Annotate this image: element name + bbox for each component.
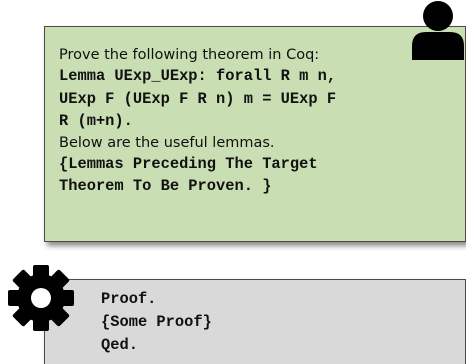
prompt-intro-text: Prove the following theorem in Coq:: [59, 47, 320, 63]
user-icon: [412, 1, 464, 60]
proof-line-2: {Some Proof}: [101, 313, 212, 331]
lemmas-placeholder-line-2: Theorem To Be Proven. }: [59, 177, 272, 195]
lemma-line-2: UExp F (UExp F R n) m = UExp F: [59, 89, 337, 108]
proof-line-3: Qed.: [101, 336, 138, 354]
lemma-line-1: Lemma UExp_UExp: forall R m n,: [59, 67, 337, 85]
lemma-line-3: R (m+n).: [59, 112, 133, 130]
lemmas-placeholder-line-1: {Lemmas Preceding The Target: [59, 154, 318, 173]
proof-line-1: Proof.: [101, 290, 157, 308]
prompt-box: Prove the following theorem in Coq: Lemm…: [44, 26, 466, 242]
proof-box: Proof. {Some Proof} Qed.: [44, 279, 466, 364]
lemmas-intro-text: Below are the useful lemmas.: [59, 134, 275, 151]
gear-icon: [8, 265, 74, 331]
